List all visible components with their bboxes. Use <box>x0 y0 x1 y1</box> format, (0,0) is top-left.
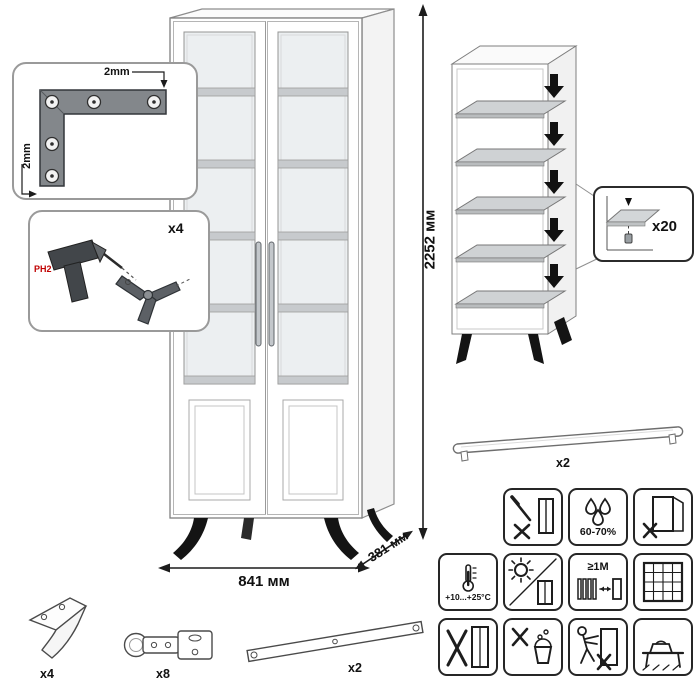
humidity-range-label: 60-70% <box>579 526 617 539</box>
width-dimension-label: 841 мм <box>238 573 290 590</box>
leg-part-drawing <box>28 597 88 659</box>
no-sharp-objects-icon <box>510 495 554 540</box>
leg-qty-label: x4 <box>40 667 54 681</box>
humidity-drops-icon <box>585 497 611 527</box>
cabinet-leg <box>367 508 393 542</box>
care-no-wet-cleaning <box>503 618 563 676</box>
care-door-warning <box>633 488 693 546</box>
no-wet-cleaning-icon <box>511 627 553 664</box>
corner-bracket-inset <box>12 62 198 200</box>
crossed-cabinet-icon <box>446 626 489 668</box>
care-no-pushing <box>568 618 628 676</box>
drill-bit <box>103 253 123 269</box>
drill-qty-label: x4 <box>168 220 184 236</box>
drill-inset <box>28 210 210 332</box>
care-no-direct-sunlight <box>503 553 563 611</box>
drill-handle <box>63 261 89 303</box>
height-dimension-label: 2252 мм <box>421 209 439 270</box>
heater-distance-icon <box>577 578 622 600</box>
assembly-surface-icon <box>641 640 685 671</box>
temperature-range-label: +10...+25°C <box>445 592 491 603</box>
corner-bracket-dim-side: 2mm <box>20 143 33 169</box>
shelf-pin-drawing <box>605 196 661 251</box>
window-grid-icon <box>642 561 684 603</box>
strap-part-drawing <box>246 620 424 663</box>
care-humidity: 60-70% <box>568 488 628 546</box>
care-temperature: +10...+25°C <box>438 553 498 611</box>
door-handle <box>268 241 275 347</box>
care-prohibited-cabinet <box>438 618 498 676</box>
care-no-sharp-objects <box>503 488 563 546</box>
cabinet-leg <box>324 518 359 560</box>
door-warning-icon <box>642 496 684 539</box>
hinge-qty-label: x8 <box>156 667 170 681</box>
shelf-pin-qty-label: x20 <box>652 218 678 235</box>
cabinet-leg <box>173 518 208 560</box>
cabinet-exploded-view <box>450 45 604 364</box>
rail-qty-label: x2 <box>556 456 570 470</box>
strap-qty-label: x2 <box>348 661 362 675</box>
corner-bracket-drawing <box>21 71 168 198</box>
bit-size-label: PH2 <box>34 264 52 274</box>
corner-bracket-dim-top: 2mm <box>104 66 130 78</box>
shelf-pin <box>624 233 633 244</box>
thermometer-icon <box>462 564 477 593</box>
heater-distance-label: ≥1M <box>587 561 609 573</box>
drill-and-leg-bracket-drawing <box>47 239 193 325</box>
no-pushing-icon <box>577 626 618 671</box>
cabinet-leg <box>241 518 254 540</box>
height-dimension-arrow <box>418 4 428 540</box>
handle-rail-drawing <box>452 426 684 462</box>
hinge-part-drawing <box>123 630 213 660</box>
care-ventilation-grid <box>633 553 693 611</box>
shelf-pin-detail-box <box>593 186 694 262</box>
care-assembly-surface <box>633 618 693 676</box>
exploded-shelves <box>454 100 567 309</box>
care-heater-distance: ≥1M <box>568 553 628 611</box>
shelf-insert-arrows <box>544 74 564 288</box>
leg-mount-bracket <box>115 275 181 325</box>
sunlight-icon <box>508 557 557 606</box>
door-handle <box>255 241 262 347</box>
depth-dimension-arrow <box>355 530 413 570</box>
